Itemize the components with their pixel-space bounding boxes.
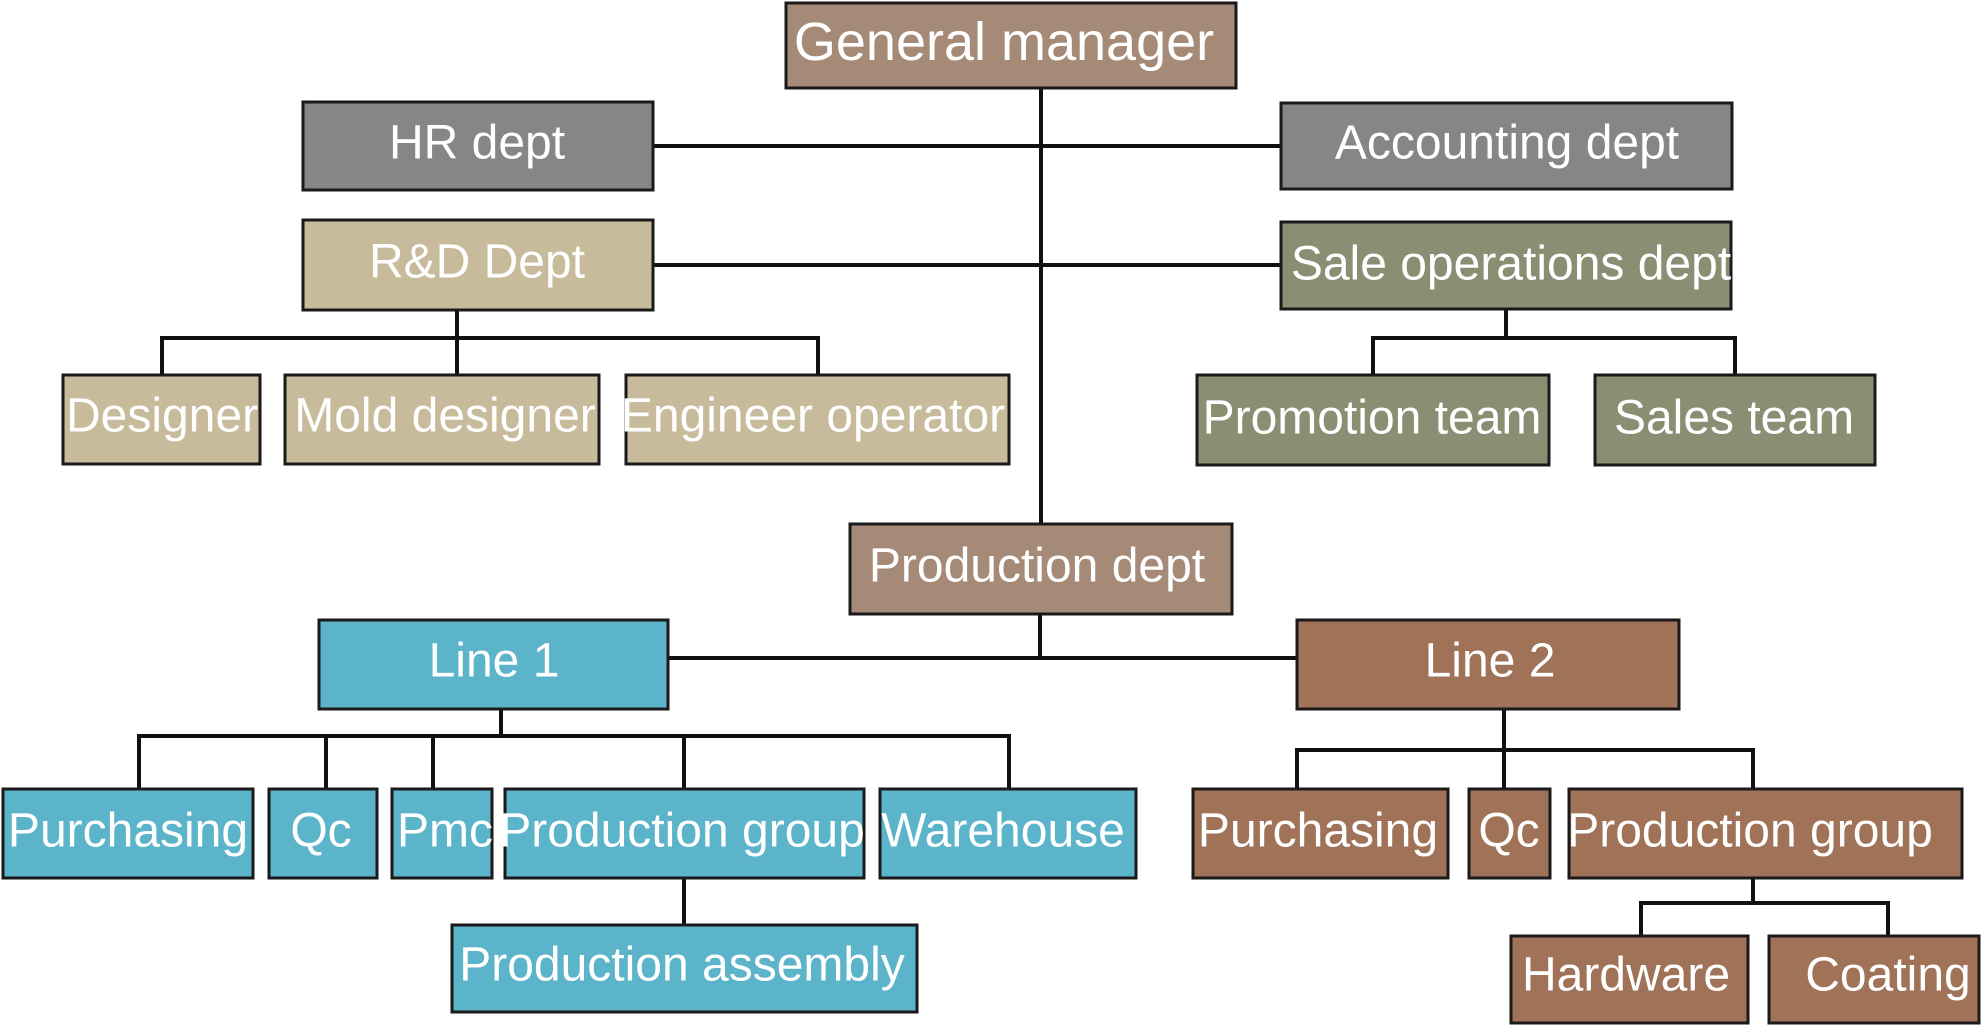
node-label: Qc	[1478, 805, 1539, 858]
node-label: Production assembly	[459, 939, 905, 992]
node-label: Sales team	[1614, 392, 1854, 445]
node-accounting-dept: Accounting dept	[1279, 101, 1734, 191]
node-production-assembly: Production assembly	[450, 923, 919, 1014]
node-line1-pmc: Pmc	[390, 787, 494, 880]
node-designer: Designer	[61, 373, 262, 466]
node-label: Production group	[499, 805, 865, 858]
node-label: Line 2	[1425, 635, 1556, 688]
node-label: Qc	[290, 805, 351, 858]
node-mold-designer: Mold designer	[283, 373, 601, 466]
node-line1-warehouse: Warehouse	[878, 787, 1138, 880]
node-sale-operations-dept: Sale operations dept	[1279, 220, 1733, 311]
node-label: Hardware	[1522, 949, 1730, 1002]
node-label: Engineer operator	[621, 390, 1005, 443]
node-label: Line 1	[429, 635, 560, 688]
node-hr-dept: HR dept	[301, 100, 655, 192]
node-label: HR dept	[389, 117, 565, 170]
node-label: Sale operations dept	[1291, 238, 1731, 291]
node-hardware: Hardware	[1509, 934, 1750, 1025]
node-label: Purchasing	[1198, 805, 1438, 858]
node-label: Designer	[66, 390, 258, 443]
node-line1-purchasing: Purchasing	[1, 787, 255, 880]
node-coating: Coating	[1767, 934, 1981, 1025]
node-engineer-operator: Engineer operator	[621, 373, 1011, 466]
node-label: Accounting dept	[1335, 117, 1679, 170]
node-label: Pmc	[397, 805, 493, 858]
node-label: Production group	[1567, 805, 1933, 858]
node-label: Promotion team	[1203, 392, 1542, 445]
node-line2-purchasing: Purchasing	[1191, 787, 1450, 880]
connector-lines	[137, 86, 1890, 938]
node-label: Coating	[1805, 949, 1970, 1002]
node-label: Production dept	[869, 540, 1205, 593]
node-label: Mold designer	[294, 390, 596, 443]
node-general-manager: General manager	[784, 1, 1238, 90]
node-promotion-team: Promotion team	[1195, 373, 1551, 467]
node-label: Warehouse	[881, 805, 1125, 858]
node-line1-qc: Qc	[267, 787, 379, 880]
node-rd-dept: R&D Dept	[301, 218, 655, 312]
node-label: Purchasing	[8, 805, 248, 858]
node-line-1: Line 1	[317, 618, 670, 711]
node-line2-qc: Qc	[1467, 787, 1552, 880]
node-production-dept: Production dept	[848, 522, 1234, 616]
node-sales-team: Sales team	[1593, 373, 1877, 467]
node-line2-production-group: Production group	[1567, 787, 1964, 880]
node-label: R&D Dept	[369, 236, 585, 289]
node-label: General manager	[794, 12, 1214, 72]
node-line1-production-group: Production group	[499, 787, 866, 880]
node-line-2: Line 2	[1295, 618, 1681, 711]
